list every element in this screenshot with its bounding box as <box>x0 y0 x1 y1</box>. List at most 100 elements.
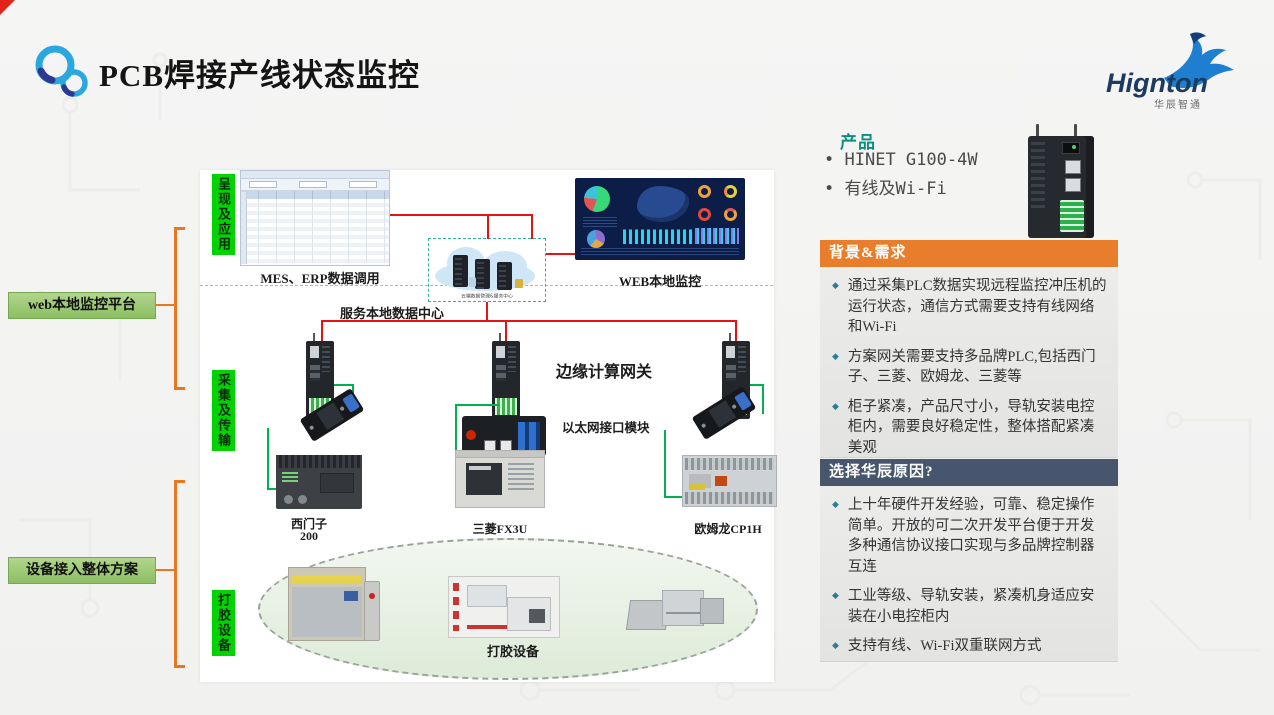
mitsubishi-label: 三菱FX3U <box>472 522 528 536</box>
mitsubishi-plc-device <box>455 450 545 508</box>
list-item: ◆ 工业等级、导轨安装，紧凑机身适应安装在小电控柜内 <box>828 586 1108 627</box>
table-toolbar <box>241 179 389 191</box>
omron-plc-device <box>682 455 777 507</box>
diamond-bullet-icon: ◆ <box>832 401 839 412</box>
siemens-label: 西门子 <box>290 517 327 531</box>
bar-chart-icon <box>695 228 739 244</box>
bracket-lower-top-tick <box>174 480 185 483</box>
siemens-label-line2: 200 <box>300 529 318 543</box>
list-item: ◆ 方案网关需要支持多品牌PLC,包括西门子、三菱、欧姆龙、三菱等 <box>828 347 1108 388</box>
green-wire <box>455 404 457 452</box>
diamond-bullet-icon: ◆ <box>832 281 839 291</box>
bullet-dot: • <box>824 150 835 170</box>
green-wire <box>267 428 269 490</box>
green-wire <box>750 384 764 386</box>
antenna-icon <box>1074 124 1077 138</box>
table-rows <box>241 199 389 263</box>
green-wire <box>455 404 499 406</box>
red-link-line <box>390 214 533 216</box>
brand-rings-icon <box>35 45 88 97</box>
bar-chart-icon <box>623 226 693 244</box>
web-caption: WEB本地监控 <box>618 274 702 289</box>
antenna-icon <box>1036 124 1039 138</box>
glue-machine-image <box>448 576 560 638</box>
brand-subtitle: 华辰智通 <box>1154 100 1202 111</box>
bracket-upper-top-tick <box>174 227 185 230</box>
green-wire <box>664 496 690 498</box>
list-item: ◆ 支持有线、Wi-Fi双重联网方式 <box>828 636 1108 657</box>
background-section-body: ◆ 通过采集PLC数据实现远程监控冲压机的运行状态，通信方式需要支持有线网络和W… <box>820 267 1118 458</box>
green-wire <box>762 384 764 414</box>
table-row-index-column <box>241 192 247 264</box>
diamond-bullet-icon: ◆ <box>832 351 839 362</box>
hignton-logo: Hignton 华辰智通 <box>1086 28 1246 111</box>
red-link-line <box>487 214 489 239</box>
server-detail <box>515 279 523 288</box>
donut-chart-icon <box>724 185 737 198</box>
mes-caption: MES、ERP数据调用 <box>260 271 380 286</box>
red-link-line <box>735 320 737 341</box>
stage-label-present: 呈现及应用 <box>212 174 235 255</box>
red-link-line <box>505 320 507 341</box>
pie-chart-icon <box>587 230 605 248</box>
stage-label-glue: 打胶设备 <box>212 590 235 656</box>
product-heading: 产品 <box>840 133 876 152</box>
diamond-bullet-icon: ◆ <box>832 500 839 510</box>
cloud-icon <box>435 247 539 293</box>
red-bus-line <box>321 320 737 322</box>
datacenter-caption: 服务本地数据中心 <box>340 306 445 321</box>
pie-chart-icon <box>584 186 610 212</box>
server-tower-icon <box>475 259 490 289</box>
green-wire <box>664 430 666 498</box>
product-item: • 有线及Wi-Fi <box>824 179 947 199</box>
diamond-bullet-icon: ◆ <box>832 591 839 602</box>
red-link-line <box>546 253 575 255</box>
cloud-note: 云端数据管理&服务中心 <box>461 293 513 300</box>
stage-label-collect: 采集及传输 <box>212 370 235 451</box>
reason-section-body: ◆ 上十年硬件开发经验，可靠、稳定操作简单。开放的可二次开发平台便于开发多种通信… <box>820 486 1118 662</box>
server-tower-icon <box>497 262 512 290</box>
list-item: ◆ 上十年硬件开发经验，可靠、稳定操作简单。开放的可二次开发平台便于开发多种通信… <box>828 495 1108 577</box>
green-wire <box>334 384 354 386</box>
bracket-upper-bottom-tick <box>174 387 185 390</box>
glue-machine-image <box>625 584 724 630</box>
bullet-dot: • <box>824 179 835 199</box>
list-item: ◆ 柜子紧凑，产品尺寸小，导轨安装电控柜内，需要良好稳定性，整体搭配紧凑美观 <box>828 397 1108 459</box>
product-item: • HINET G100-4W <box>824 150 978 170</box>
stats-lines <box>581 248 739 257</box>
connector-line <box>156 304 174 306</box>
siemens-plc-device <box>276 455 362 509</box>
web-dashboard-image <box>575 178 745 260</box>
china-map-icon <box>637 186 689 222</box>
table-column-headers <box>241 191 389 199</box>
edge-gateway-device <box>492 333 520 419</box>
ethernet-module-device <box>462 416 546 456</box>
gateway-label: 边缘计算网关 <box>556 364 653 381</box>
reason-section-header: 选择华辰原因? <box>820 459 1118 486</box>
donut-chart-icon <box>698 185 711 198</box>
bracket-lower <box>174 480 177 668</box>
platform-label-box: web本地监控平台 <box>8 292 156 319</box>
red-link-line <box>486 302 488 322</box>
donut-chart-icon <box>724 208 737 221</box>
red-link-line <box>321 320 323 341</box>
corner-accent-triangle <box>0 0 15 15</box>
omron-label: 欧姆龙CP1H <box>694 522 762 536</box>
bracket-upper <box>174 227 177 390</box>
glue-machine-image <box>288 567 380 645</box>
solution-label-box: 设备接入整体方案 <box>8 557 156 584</box>
mes-erp-table-image <box>240 170 390 266</box>
cloud-datacenter-box: 云端数据管理&服务中心 <box>428 238 546 302</box>
donut-chart-icon <box>698 208 711 221</box>
gateway-product-image <box>1028 124 1094 238</box>
table-titlebar <box>241 171 389 179</box>
stats-lines <box>583 217 617 227</box>
ethernet-label: 以太网接口模块 <box>562 421 650 435</box>
page-title: PCB焊接产线状态监控 <box>99 58 420 93</box>
brand-wordmark: Hignton <box>1106 68 1208 98</box>
server-detail <box>469 277 476 287</box>
bracket-lower-bottom-tick <box>174 665 185 668</box>
connector-line <box>156 569 174 571</box>
antelope-icon <box>1164 32 1234 88</box>
